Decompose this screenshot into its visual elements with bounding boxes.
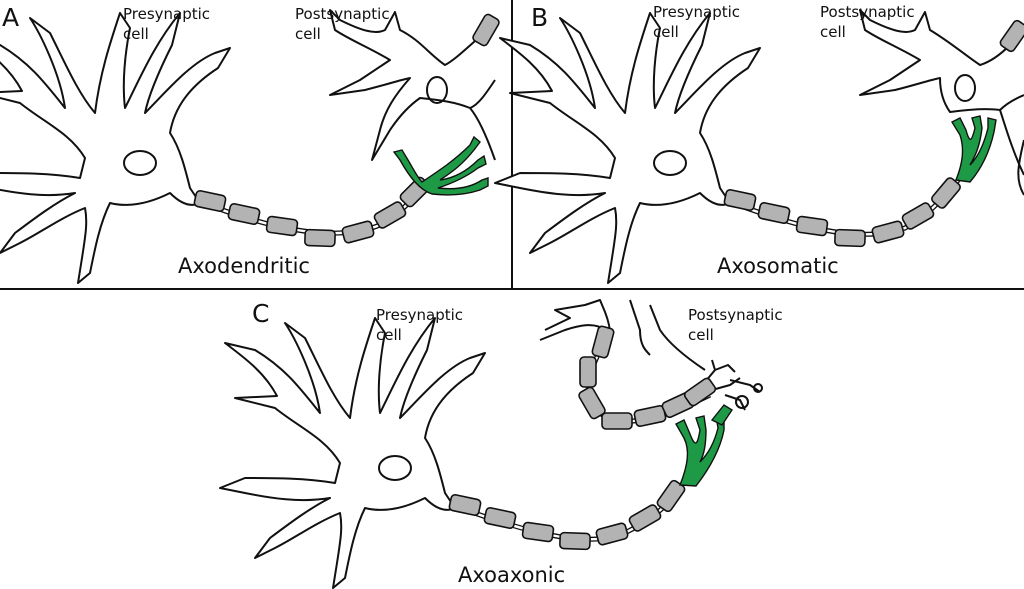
panel-b-postsynaptic-neuron [859, 9, 1024, 196]
panel-a-presynaptic-label: Presynaptic cell [123, 5, 211, 43]
panel-c-postsynaptic-label: Postsynaptic cell [688, 306, 783, 344]
panel-b-postsynaptic-label: Postsynaptic cell [820, 3, 915, 41]
horizontal-divider [0, 288, 1024, 290]
panel-a-caption: Axodendritic [178, 254, 310, 278]
panel-c-letter: C [252, 299, 270, 328]
panel-c-caption: Axoaxonic [458, 563, 566, 587]
panel-b-drawing [494, 9, 1024, 284]
vertical-divider [511, 0, 513, 289]
panel-c-axon-terminal [675, 404, 733, 487]
panel-a-presynaptic-neuron [0, 12, 231, 284]
panel-b-caption: Axosomatic [717, 254, 839, 278]
panel-a-myelin-sheath [192, 174, 433, 248]
panel-a-postsynaptic-label: Postsynaptic cell [295, 5, 390, 43]
panel-c-presynaptic-label: Presynaptic cell [376, 306, 464, 344]
panel-b-presynaptic-label: Presynaptic cell [653, 3, 741, 41]
panel-b-letter: B [531, 3, 549, 32]
panel-a-letter: A [2, 3, 20, 32]
panel-b-presynaptic-neuron [494, 12, 761, 284]
panel-a-postsynaptic-neuron [329, 9, 496, 161]
panel-c-drawing [219, 299, 763, 589]
panel-c-presynaptic-neuron [219, 317, 486, 589]
panel-b-myelin-sheath [722, 175, 963, 248]
panel-b-axon-terminal [951, 115, 997, 183]
panel-a-drawing [0, 9, 502, 284]
panel-a-axon-terminal [392, 135, 489, 196]
